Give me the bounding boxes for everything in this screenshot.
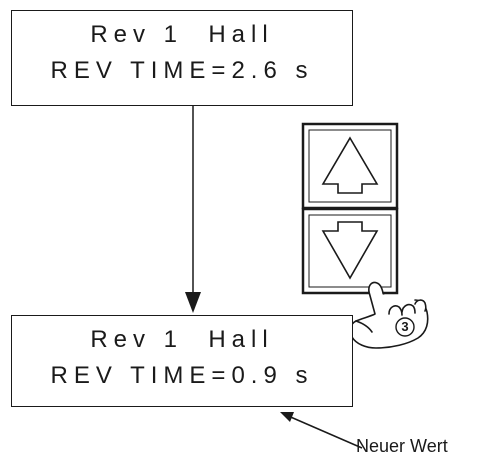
up-button[interactable] — [303, 124, 397, 208]
down-button[interactable] — [303, 209, 397, 293]
display-before: Rev 1 Hall REV TIME=2.6 s — [11, 10, 353, 106]
display-after-line2: REV TIME=0.9 s — [12, 358, 352, 394]
display-before-line1: Rev 1 Hall — [12, 17, 352, 53]
flow-arrow-head — [185, 292, 201, 313]
annotation-pointer-line — [286, 415, 362, 448]
display-after: Rev 1 Hall REV TIME=0.9 s — [11, 315, 353, 407]
display-before-line2: REV TIME=2.6 s — [12, 53, 352, 89]
new-value-annotation: Neuer Wert — [356, 436, 448, 457]
display-after-line1: Rev 1 Hall — [12, 322, 352, 358]
step-number-label: 3 — [396, 316, 414, 338]
annotation-pointer-head — [280, 412, 294, 422]
